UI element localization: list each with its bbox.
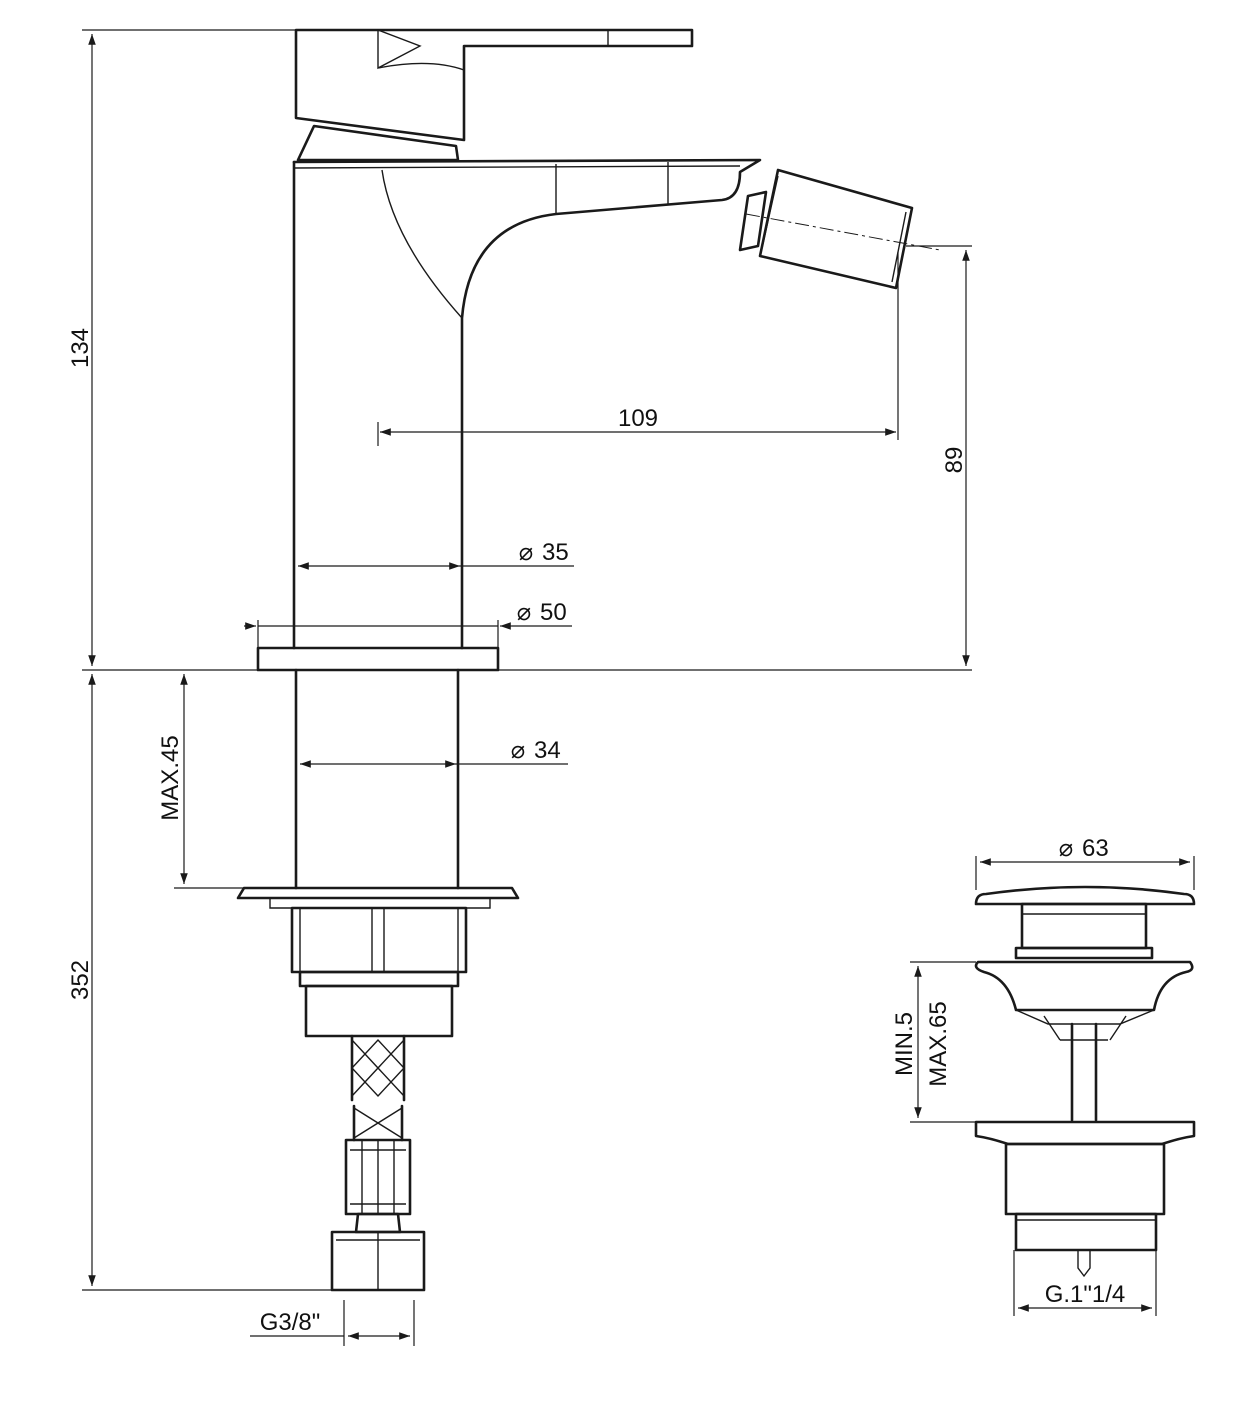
base-flange	[256, 646, 500, 672]
mixer-body	[292, 158, 762, 650]
label-diameter-35: ⌀ 35	[519, 539, 569, 566]
waste-flange	[974, 960, 1194, 1041]
inlet-connector	[330, 1230, 426, 1292]
diameter-symbol: ⌀	[517, 599, 531, 626]
nut-collar	[298, 970, 460, 1038]
label-352: 352	[67, 960, 94, 1000]
label-89: 89	[941, 447, 968, 474]
mounting-shank	[294, 668, 460, 890]
label-g114: G.1"1/4	[1045, 1281, 1126, 1308]
label-50: 50	[540, 599, 567, 626]
label-34: 34	[534, 737, 561, 764]
label-max45: MAX.45	[157, 735, 184, 820]
diameter-symbol: ⌀	[511, 737, 525, 764]
label-diameter-50: ⌀ 50	[517, 599, 567, 626]
label-g38: G3/8"	[260, 1309, 321, 1336]
bidet-mixer	[236, 28, 941, 1292]
waste-body	[974, 1120, 1196, 1278]
flexible-hose	[344, 1034, 412, 1234]
pop-up-waste	[974, 885, 1196, 1278]
label-diameter-63: ⌀ 63	[1059, 835, 1109, 862]
label-109: 109	[618, 405, 658, 432]
label-diameter-34: ⌀ 34	[511, 737, 561, 764]
label-max65: MAX.65	[925, 1001, 952, 1086]
diameter-symbol: ⌀	[1059, 835, 1073, 862]
label-35: 35	[542, 539, 569, 566]
label-63: 63	[1082, 835, 1109, 862]
lever-handle	[294, 28, 694, 162]
spray-nozzle	[738, 168, 941, 290]
fixing-nut	[290, 906, 468, 974]
waste-cap	[974, 885, 1196, 960]
fixing-washer	[236, 886, 520, 909]
label-134: 134	[67, 328, 94, 368]
extension-lines	[82, 29, 1195, 1346]
diameter-symbol: ⌀	[519, 539, 533, 566]
label-min5: MIN.5	[891, 1012, 918, 1076]
waste-stem	[1060, 1022, 1108, 1122]
